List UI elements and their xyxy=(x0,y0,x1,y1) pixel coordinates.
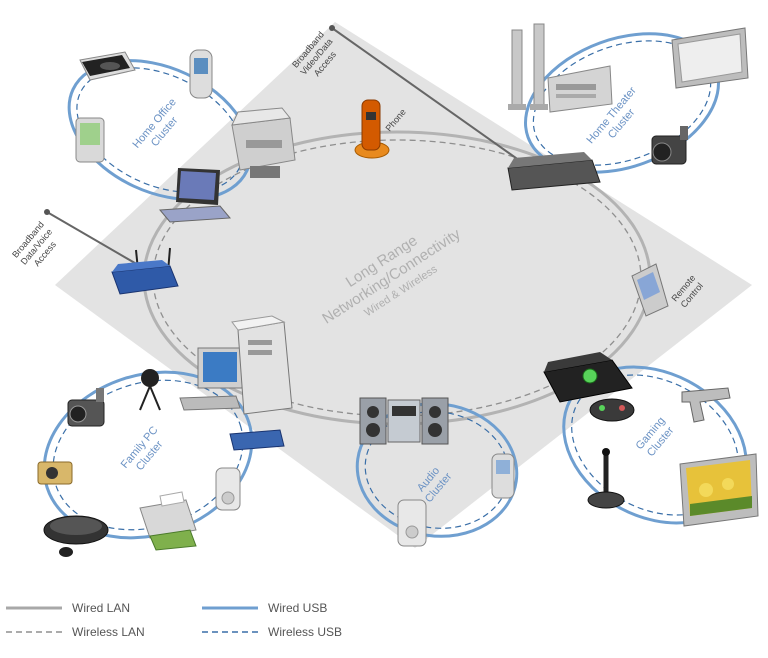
pda-icon xyxy=(189,49,213,99)
set-top-box-icon xyxy=(507,152,601,191)
broadband-voice-line xyxy=(46,211,141,267)
flat-tv-icon xyxy=(671,27,749,89)
phone-icon xyxy=(354,99,390,159)
legend-wireless-lan: Wireless LAN xyxy=(72,625,145,639)
family-pc-label: Family PC Cluster xyxy=(119,424,166,473)
scanner-icon xyxy=(79,51,136,81)
home-office-label: Home Office Cluster xyxy=(130,96,180,150)
handheld-icon xyxy=(75,117,105,163)
speaker-tower-icon xyxy=(508,23,548,110)
gamepad-icon xyxy=(589,398,635,422)
game-console-icon xyxy=(543,352,633,403)
pc-monitor-icon xyxy=(179,347,243,411)
light-gun-icon xyxy=(681,387,731,423)
mp3-player-audio-icon xyxy=(397,499,427,547)
pc-tower-icon xyxy=(231,315,293,415)
broadband-voice-tip xyxy=(44,209,50,215)
network-diamond xyxy=(55,22,752,548)
broadband-voice-label: Broadband Data/Voice Access xyxy=(10,220,58,269)
av-receiver-icon xyxy=(547,65,613,113)
camcorder-left-icon xyxy=(67,388,105,427)
portable-player-icon xyxy=(491,453,515,499)
webcam-icon xyxy=(139,369,161,411)
gaming-label: Gaming Cluster xyxy=(634,415,677,459)
mouse-icon xyxy=(59,547,73,557)
camcorder-right-icon xyxy=(651,126,688,165)
legend-wired-lan: Wired LAN xyxy=(72,601,130,615)
broadband-video-line xyxy=(331,27,541,176)
stereo-system-icon xyxy=(359,397,449,445)
copier-icon xyxy=(231,107,296,178)
joystick-icon xyxy=(587,448,625,509)
legend-wired-usb: Wired USB xyxy=(268,601,327,615)
usb-hub-icon xyxy=(229,429,285,451)
wireless-router-icon xyxy=(111,247,179,295)
mp3-player-left-icon xyxy=(215,467,241,511)
keyboard-icon xyxy=(43,515,109,545)
legend: Wired LAN Wireless LAN Wired USB Wireles… xyxy=(6,601,342,639)
gaming-tv-icon xyxy=(679,453,759,527)
inkjet-printer-icon xyxy=(139,491,197,551)
legend-wireless-usb: Wireless USB xyxy=(268,625,342,639)
laptop-icon xyxy=(158,168,232,223)
broadband-video-tip xyxy=(329,25,335,31)
digital-camera-icon xyxy=(37,461,73,485)
remote-control-icon xyxy=(631,263,669,317)
